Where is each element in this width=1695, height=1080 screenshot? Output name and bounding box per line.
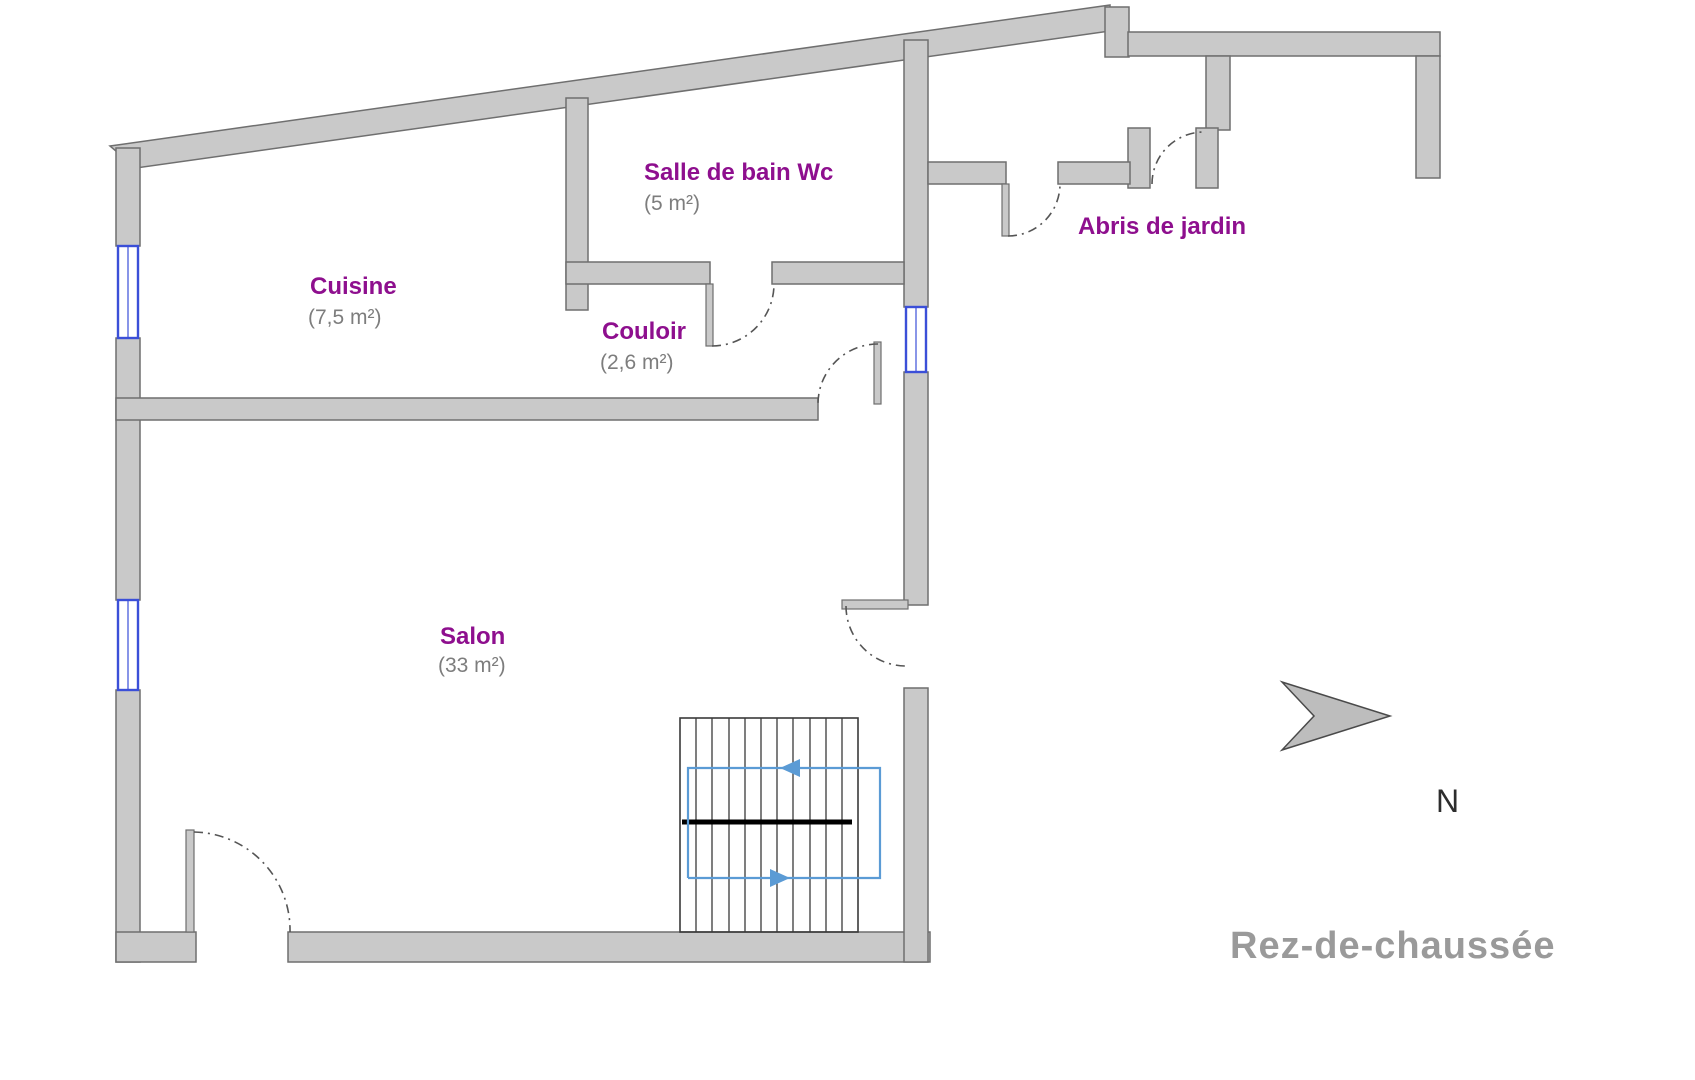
shed-wall-bottom-a [927, 161, 1007, 185]
wall-left-lower [115, 689, 141, 963]
door-arc-hallway [817, 343, 879, 405]
north-label: N [1436, 783, 1459, 819]
wall-living-top [115, 397, 819, 421]
shed-wall-bottom-b [1057, 161, 1131, 185]
door-leaf-bathroom [705, 283, 714, 347]
wall-right-lower [903, 687, 929, 963]
door-leaf-entrance [185, 829, 195, 933]
room-area-living: (33 m²) [438, 654, 506, 677]
door-arc-entrance [193, 831, 291, 933]
plan-title: Rez-de-chaussée [1230, 925, 1555, 967]
wall-left-upper [115, 147, 141, 247]
door-leaf-side-entry [841, 599, 909, 610]
wall-left-middle [115, 337, 141, 601]
wall-kitchen-bathroom [565, 97, 589, 311]
stair-arrow-down-icon [770, 869, 790, 887]
shed-wall-divider [1205, 55, 1231, 131]
staircase [679, 717, 882, 933]
door-leaf-hallway [873, 341, 882, 405]
north-arrow-icon [1279, 680, 1393, 752]
wall-bottom-main [287, 931, 931, 963]
doors [185, 131, 1205, 933]
shed-wall-top [1127, 31, 1441, 57]
shed-stub-left [1127, 127, 1151, 189]
stair-outline [679, 717, 859, 933]
wall-right-upper [903, 39, 929, 308]
wall-bathroom-hall-a [565, 261, 711, 285]
room-label-hallway: Couloir [602, 318, 686, 345]
room-area-hallway: (2,6 m²) [600, 351, 674, 374]
door-arc-shed-2 [1151, 131, 1205, 185]
north-arrow: N [1279, 680, 1459, 819]
room-label-bathroom: Salle de bain Wc [644, 159, 833, 186]
stair-arrow-up-icon [780, 759, 800, 777]
exterior-walls [108, 4, 1441, 963]
room-labels: Salle de bain Wc (5 m²) Cuisine (7,5 m²)… [308, 159, 1246, 677]
room-area-bathroom: (5 m²) [644, 192, 700, 215]
windows [116, 244, 928, 692]
door-leaf-shed-1 [1001, 183, 1010, 237]
door-arc-shed-1 [1007, 183, 1061, 237]
room-label-shed: Abris de jardin [1078, 213, 1246, 240]
stair-direction-path [686, 766, 882, 880]
room-label-living: Salon [440, 623, 505, 650]
wall-right-middle [903, 371, 929, 606]
shed-stub-right [1195, 127, 1219, 189]
room-area-kitchen: (7,5 m²) [308, 306, 382, 329]
door-arc-bathroom [711, 283, 775, 347]
shed-wall-peak [1104, 6, 1130, 58]
wall-top-slanted [108, 4, 1111, 169]
interior-walls [115, 97, 905, 421]
wall-bottom-left [115, 931, 197, 963]
door-arc-side-entry [845, 605, 907, 667]
room-label-kitchen: Cuisine [310, 273, 397, 300]
shed-wall-right [1415, 55, 1441, 179]
wall-bathroom-hall-b [771, 261, 905, 285]
